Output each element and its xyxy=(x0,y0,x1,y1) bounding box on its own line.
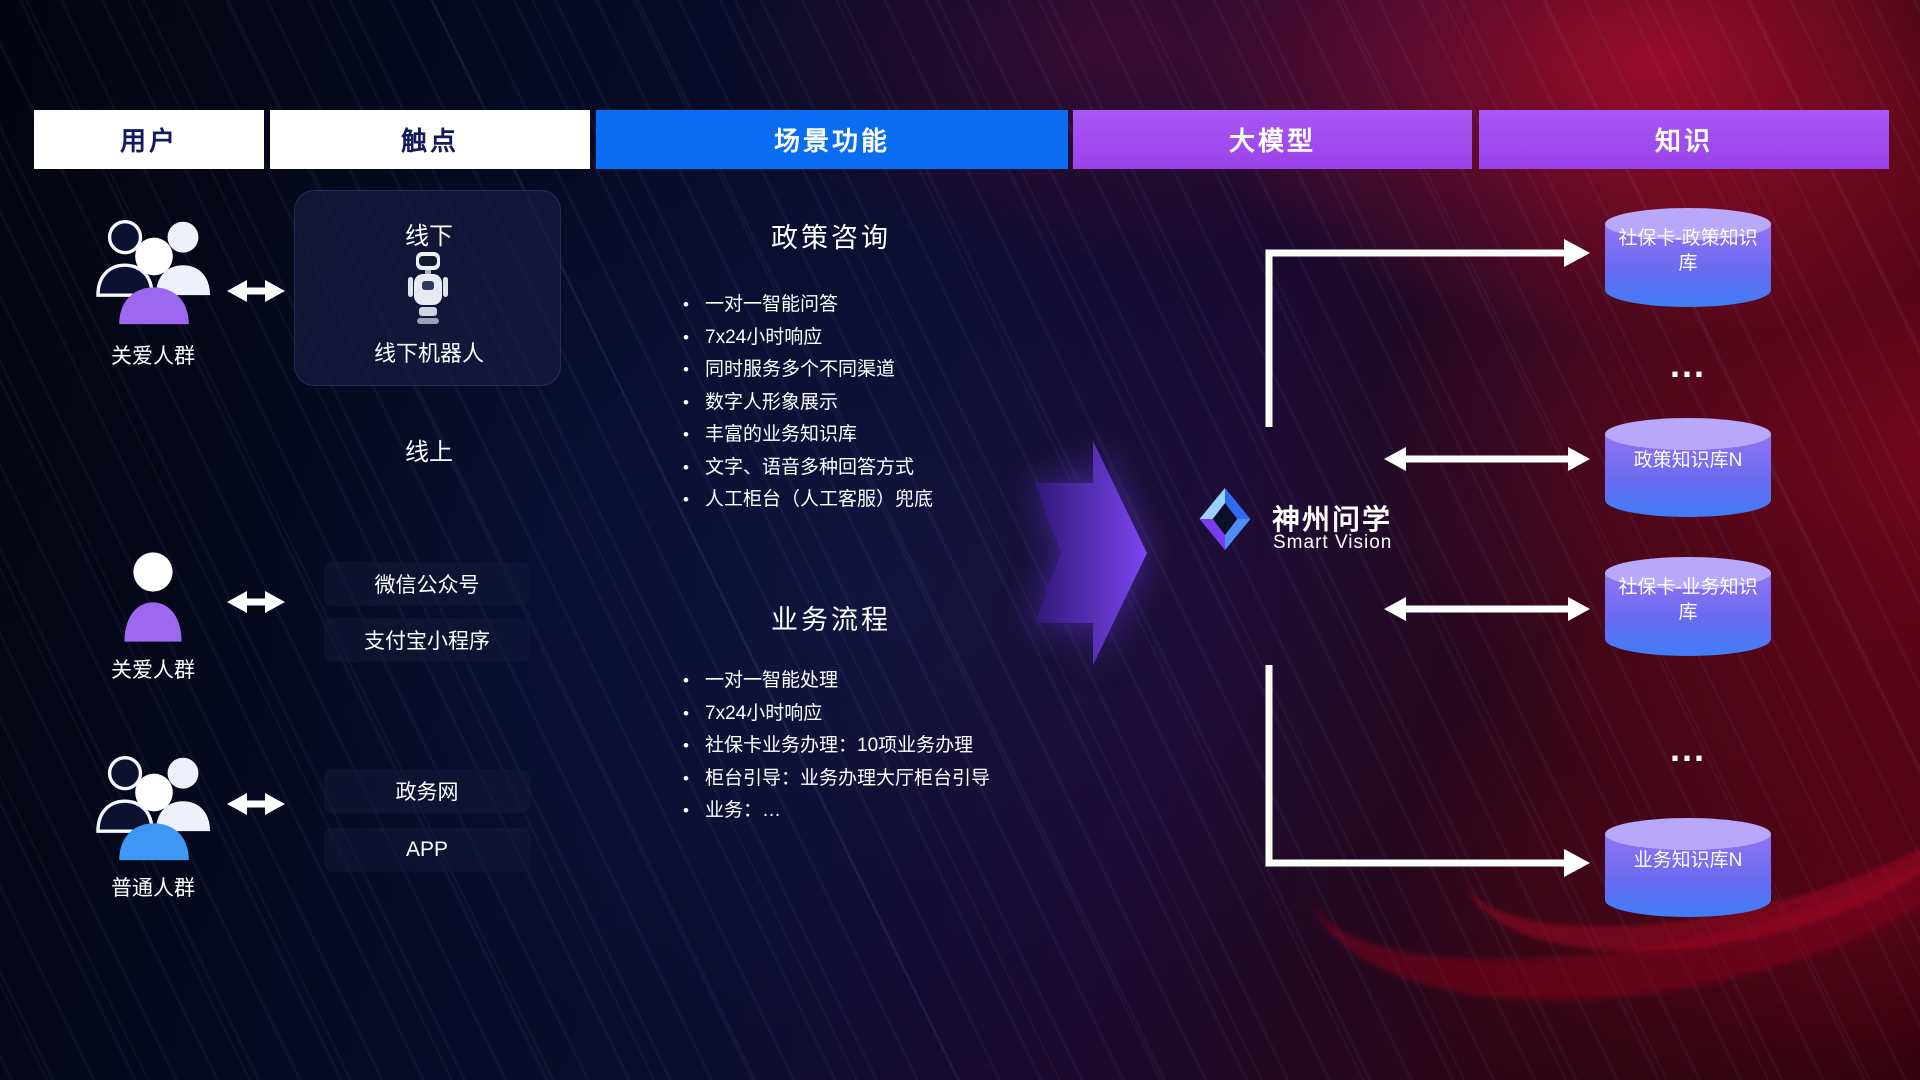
header-users-label: 用户 xyxy=(119,126,178,156)
user-person-care-label: 关爱人群 xyxy=(111,659,195,682)
scenario-policy-title: 政策咨询 xyxy=(771,223,891,253)
ellipsis: ... xyxy=(1669,728,1706,769)
touchpoint-govweb: 政务网 xyxy=(324,769,530,813)
list-item: 业务：… xyxy=(681,795,990,828)
model-logo-icon xyxy=(1192,486,1258,557)
header-touchpoints-label: 触点 xyxy=(400,126,459,156)
header-model: 大模型 xyxy=(1073,110,1472,169)
list-item: 社保卡业务办理：10项业务办理 xyxy=(681,730,990,763)
elbow-arrow-up xyxy=(1265,249,1566,427)
list-item: 文字、语音多种回答方式 xyxy=(681,452,933,485)
flow-arrow xyxy=(1035,429,1147,682)
scenario-business-title: 业务流程 xyxy=(771,605,891,635)
header-touchpoints: 触点 xyxy=(270,110,590,169)
scenario-policy-list: 一对一智能问答 7x24小时响应 同时服务多个不同渠道 数字人形象展示 丰富的业… xyxy=(681,289,933,517)
kb-cylinder-policy-n: 政策知识库N xyxy=(1600,414,1776,522)
list-item: 人工柜台（人工客服）兜底 xyxy=(681,484,933,517)
list-item: 一对一智能处理 xyxy=(681,665,990,698)
user-group-general-label: 普通人群 xyxy=(111,877,195,900)
user-group-care-1-icon xyxy=(90,214,218,333)
model-name: 神州问学 xyxy=(1272,504,1393,535)
people-group-icon xyxy=(96,756,211,861)
touchpoint-alipay-label: 支付宝小程序 xyxy=(364,630,490,653)
list-item: 7x24小时响应 xyxy=(681,322,933,355)
online-title: 线上 xyxy=(405,439,453,466)
kb-label: 政策知识库N xyxy=(1633,450,1743,471)
touchpoint-app-label: APP xyxy=(405,838,449,861)
kb-label: 社保卡-政策知识库 xyxy=(1618,228,1758,275)
touchpoint-app: APP xyxy=(324,828,530,872)
header-scenarios: 场景功能 xyxy=(596,110,1068,169)
kb-cylinder-business-shebao: 社保卡-业务知识库 xyxy=(1600,553,1776,661)
kb-label: 社保卡-业务知识库 xyxy=(1618,577,1758,624)
offline-title: 线下 xyxy=(405,223,453,250)
list-item: 数字人形象展示 xyxy=(681,387,933,420)
ellipsis: ... xyxy=(1669,344,1706,385)
model-subtitle: Smart Vision xyxy=(1273,532,1393,553)
robot-icon xyxy=(406,250,450,333)
header-knowledge-label: 知识 xyxy=(1654,126,1713,156)
user-group-care-1-label: 关爱人群 xyxy=(111,345,195,368)
list-item: 同时服务多个不同渠道 xyxy=(681,354,933,387)
offline-robot-label: 线下机器人 xyxy=(373,341,484,366)
kb-label: 业务知识库N xyxy=(1633,850,1743,871)
people-group-icon xyxy=(96,220,211,325)
header-model-label: 大模型 xyxy=(1228,126,1316,156)
header-users: 用户 xyxy=(34,110,264,169)
header-scenarios-label: 场景功能 xyxy=(773,126,890,156)
list-item: 丰富的业务知识库 xyxy=(681,419,933,452)
touchpoint-wechat: 微信公众号 xyxy=(324,562,530,606)
list-item: 7x24小时响应 xyxy=(681,698,990,731)
user-person-care-icon xyxy=(120,550,186,649)
touchpoint-wechat-label: 微信公众号 xyxy=(374,574,480,597)
kb-cylinder-policy-shebao: 社保卡-政策知识库 xyxy=(1600,204,1776,312)
list-item: 柜台引导：业务办理大厅柜台引导 xyxy=(681,763,990,796)
kb-cylinder-business-n: 业务知识库N xyxy=(1600,814,1776,922)
header-knowledge: 知识 xyxy=(1479,110,1889,169)
person-icon xyxy=(124,552,182,642)
list-item: 一对一智能问答 xyxy=(681,289,933,322)
touchpoint-govweb-label: 政务网 xyxy=(395,781,459,804)
touchpoint-alipay: 支付宝小程序 xyxy=(324,618,530,662)
user-group-general-icon xyxy=(90,750,218,869)
scenario-business-list: 一对一智能处理 7x24小时响应 社保卡业务办理：10项业务办理 柜台引导：业务… xyxy=(681,665,990,828)
